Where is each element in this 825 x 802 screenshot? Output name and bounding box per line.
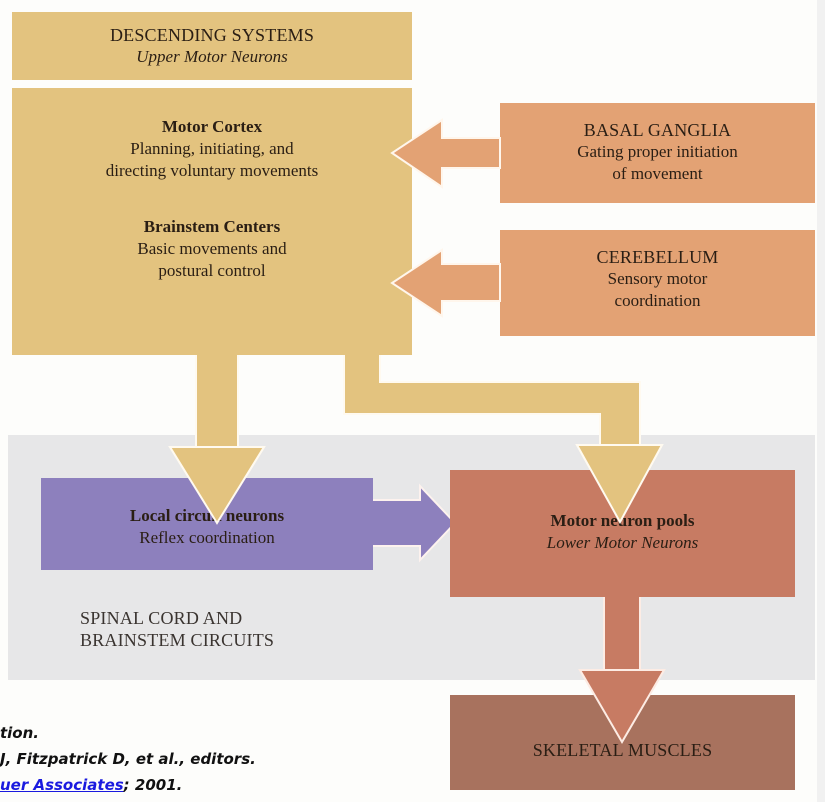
citation-text: tion. — [0, 724, 39, 742]
motor-neuron-pools-subtitle: Lower Motor Neurons — [546, 533, 699, 552]
motor-cortex-title: Motor Cortex — [161, 117, 263, 136]
motor-cortex-node: Motor Cortex Planning, initiating, and d… — [12, 116, 412, 182]
motor-neuron-pools-title: Motor neuron pools — [550, 511, 695, 530]
motor-cortex-line: directing voluntary movements — [105, 161, 319, 180]
skeletal-muscles-box: SKELETAL MUSCLES — [450, 695, 795, 790]
basal-ganglia-line: Gating proper initiation — [577, 142, 738, 161]
citation-line-2: J, Fitzpatrick D, et al., editors. — [0, 750, 256, 768]
descending-systems-subtitle: Upper Motor Neurons — [136, 47, 288, 66]
spinal-cord-label-line: BRAINSTEM CIRCUITS — [80, 630, 275, 650]
citation-text: ; 2001. — [123, 776, 183, 794]
motor-neuron-pools-box: Motor neuron pools Lower Motor Neurons — [450, 470, 795, 597]
cerebellum-box: CEREBELLUM Sensory motor coordination — [500, 230, 815, 336]
citation-line-3: uer Associates; 2001. — [0, 776, 182, 794]
basal-ganglia-title: BASAL GANGLIA — [583, 120, 732, 140]
brainstem-centers-line: postural control — [158, 261, 266, 280]
motor-cortex-line: Planning, initiating, and — [130, 139, 294, 158]
local-circuit-neurons-box: Local circuit neurons Reflex coordinatio… — [41, 478, 373, 570]
brainstem-centers-title: Brainstem Centers — [143, 217, 281, 236]
descending-systems-title: DESCENDING SYSTEMS — [109, 25, 315, 45]
local-circuit-title: Local circuit neurons — [129, 506, 285, 525]
cerebellum-title: CEREBELLUM — [596, 247, 719, 267]
citation-text: J, Fitzpatrick D, et al., editors. — [0, 750, 256, 768]
citation-line-1: tion. — [0, 724, 39, 742]
brainstem-centers-node: Brainstem Centers Basic movements and po… — [12, 216, 412, 282]
spinal-cord-label-line: SPINAL CORD AND — [80, 608, 243, 628]
descending-systems-header: DESCENDING SYSTEMS Upper Motor Neurons — [12, 12, 412, 80]
upper-motor-neurons-box: Motor Cortex Planning, initiating, and d… — [12, 88, 412, 355]
cerebellum-line: coordination — [614, 291, 701, 310]
basal-ganglia-line: of movement — [612, 164, 703, 183]
skeletal-muscles-title: SKELETAL MUSCLES — [532, 740, 713, 760]
basal-ganglia-box: BASAL GANGLIA Gating proper initiation o… — [500, 103, 815, 203]
spinal-cord-label: SPINAL CORD AND BRAINSTEM CIRCUITS — [40, 607, 340, 651]
local-circuit-subtitle: Reflex coordination — [139, 528, 275, 547]
brainstem-centers-line: Basic movements and — [137, 239, 287, 258]
publisher-link[interactable]: uer Associates — [0, 776, 124, 794]
right-edge-strip — [817, 0, 825, 802]
cerebellum-line: Sensory motor — [607, 269, 708, 288]
